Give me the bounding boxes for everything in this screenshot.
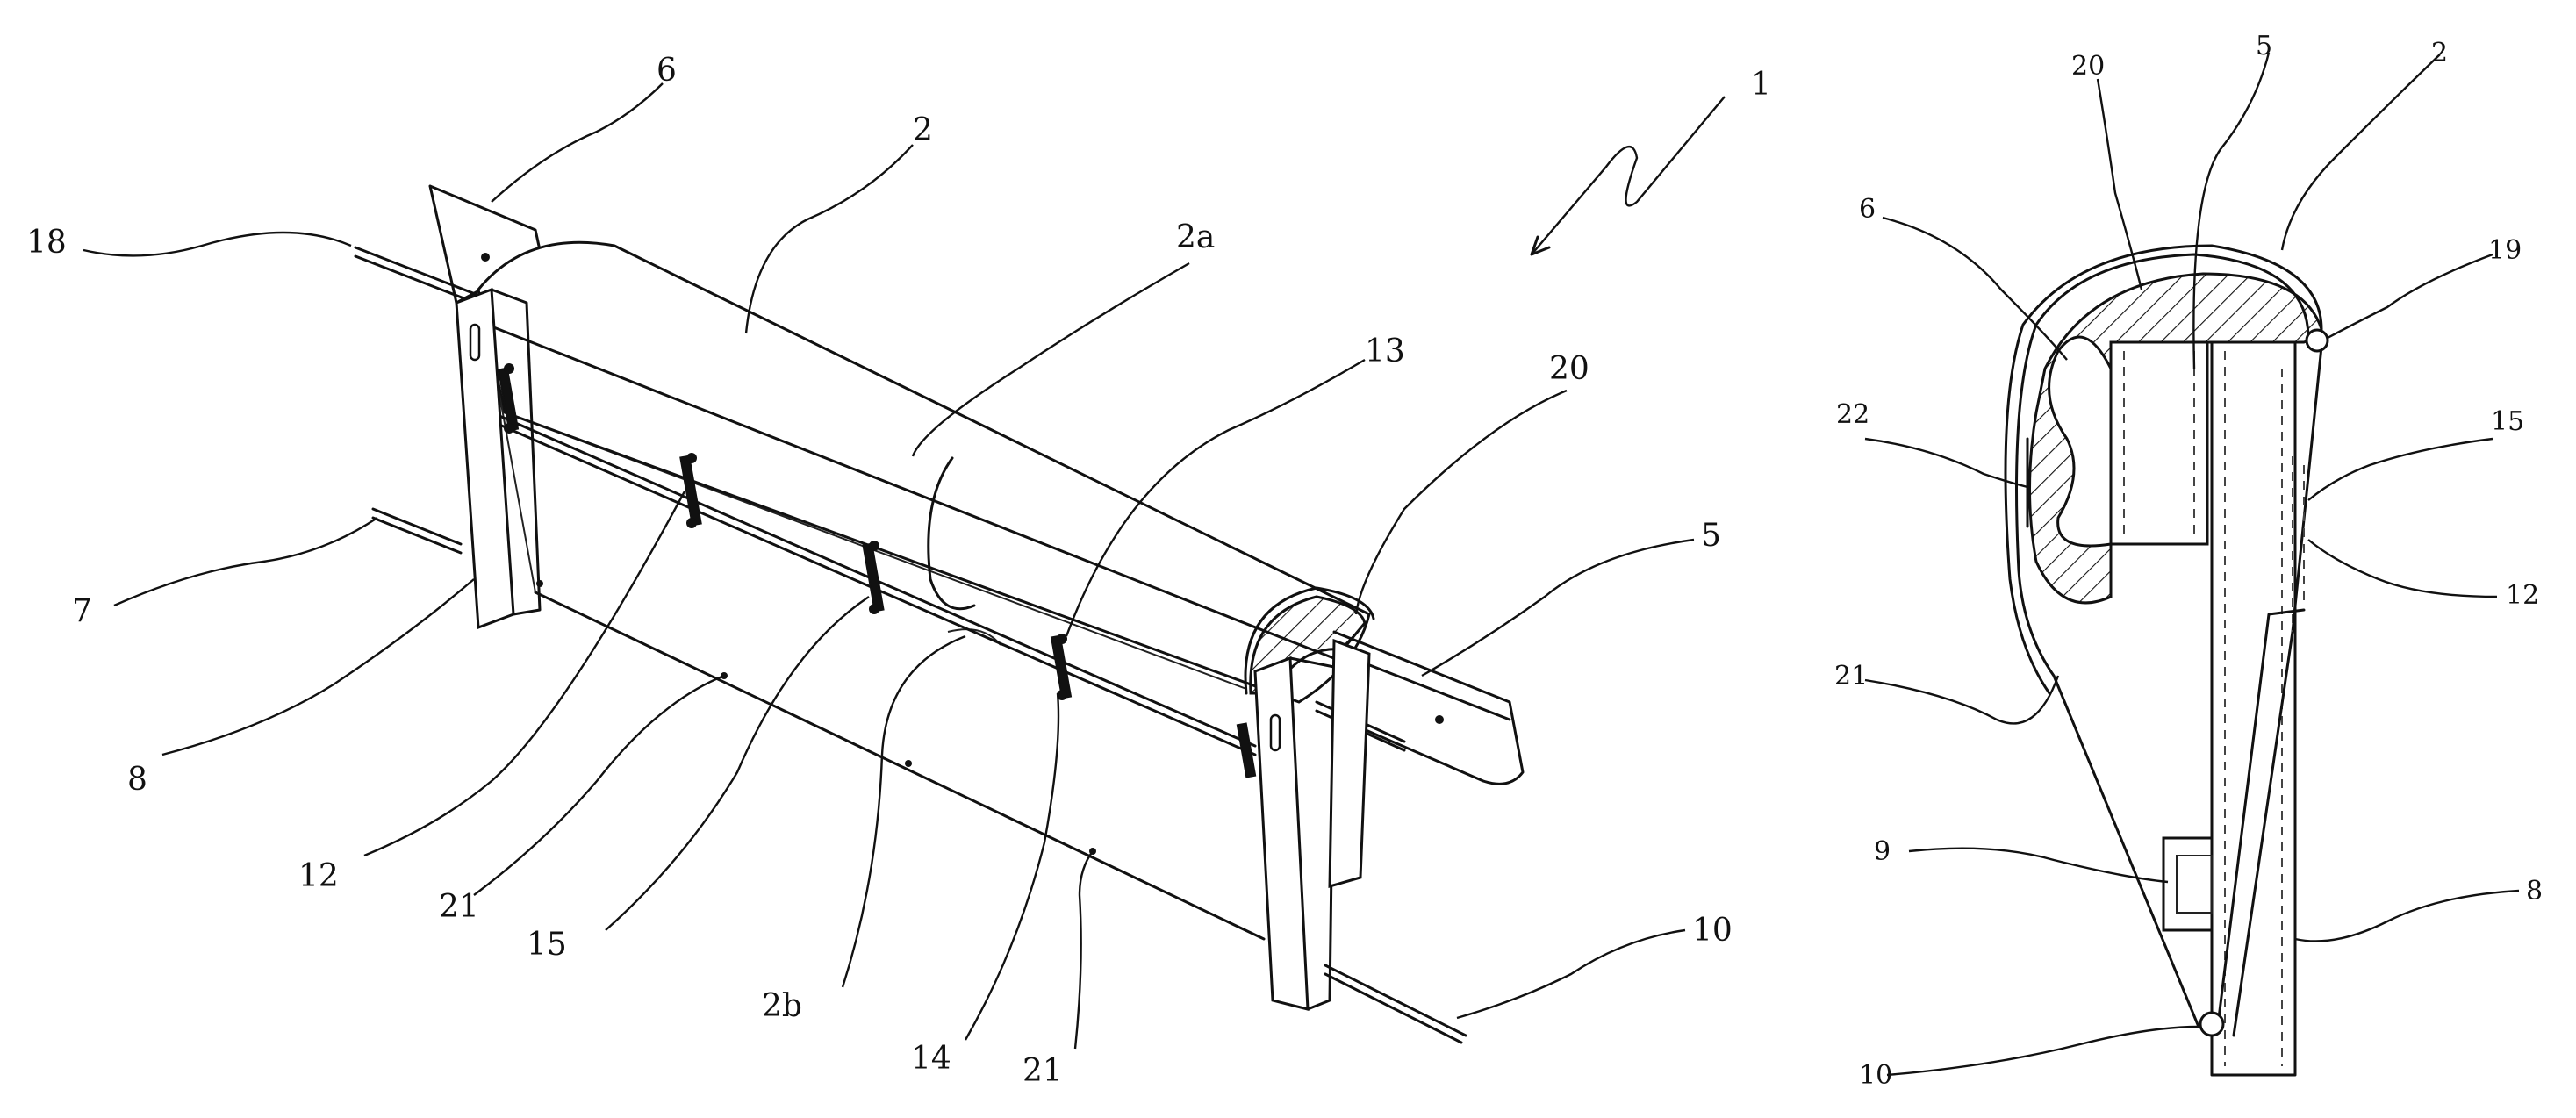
- ref-label-13: 13: [1365, 333, 1405, 369]
- ref-label-5: 5: [1701, 518, 1721, 554]
- ref-label-7: 7: [72, 593, 92, 629]
- section-rail-5: [2109, 340, 2209, 546]
- ref-label-6: 6: [657, 53, 677, 89]
- pad-body: [477, 240, 1371, 704]
- ref-label-s10: 10: [1859, 1060, 1892, 1091]
- section-clamp-9: [2162, 836, 2214, 932]
- rod-7: [371, 507, 463, 555]
- ref-label-2b: 2b: [762, 988, 802, 1024]
- section-rod-10: [2199, 1011, 2225, 1037]
- arrow-1: [1531, 96, 1726, 255]
- leader-lines-fig2: [1864, 52, 2520, 1077]
- ref-label-s20: 20: [2071, 51, 2105, 82]
- post-left: [455, 287, 542, 630]
- ref-label-s2: 2: [2431, 38, 2448, 68]
- ref-label-18: 18: [26, 225, 67, 261]
- cross-section-view: 20 5 2 6 19 22 15 12 21 9 8 10: [1834, 31, 2543, 1091]
- ref-label-s9: 9: [1874, 836, 1891, 867]
- ref-label-14: 14: [911, 1041, 951, 1077]
- ref-label-2a: 2a: [1176, 219, 1215, 255]
- ref-label-15: 15: [527, 927, 567, 963]
- ref-label-s5: 5: [2256, 31, 2272, 61]
- ref-label-21b: 21: [1023, 1053, 1063, 1089]
- ref-label-12: 12: [298, 858, 339, 894]
- ref-label-2: 2: [913, 112, 933, 148]
- rod-10: [1324, 964, 1467, 1044]
- ref-label-s6: 6: [1859, 194, 1876, 225]
- post-right: [1253, 638, 1371, 1011]
- ref-label-s19: 19: [2488, 235, 2522, 266]
- straps: [497, 363, 1257, 778]
- ref-label-s21: 21: [1834, 661, 1868, 692]
- leader-lines-fig1: [83, 82, 1695, 1050]
- ref-label-10: 10: [1692, 913, 1733, 949]
- ref-label-20: 20: [1549, 351, 1589, 387]
- ref-label-8: 8: [127, 762, 147, 798]
- ref-label-s15: 15: [2491, 406, 2524, 437]
- ref-label-s22: 22: [1836, 399, 1869, 430]
- ref-label-s12: 12: [2506, 580, 2539, 611]
- section-strap-15: [2292, 456, 2305, 632]
- section-edge-19: [2305, 328, 2329, 353]
- section-post-8: [2210, 340, 2297, 1077]
- perspective-view: 1 6 2 18 2a 13 20 5 7 8 12 21 15 2b 14 2…: [26, 53, 1771, 1089]
- ref-label-21a: 21: [439, 889, 479, 925]
- section-pad-20: [2028, 272, 2323, 605]
- ref-label-1: 1: [1751, 67, 1771, 103]
- ref-label-s8: 8: [2526, 876, 2543, 907]
